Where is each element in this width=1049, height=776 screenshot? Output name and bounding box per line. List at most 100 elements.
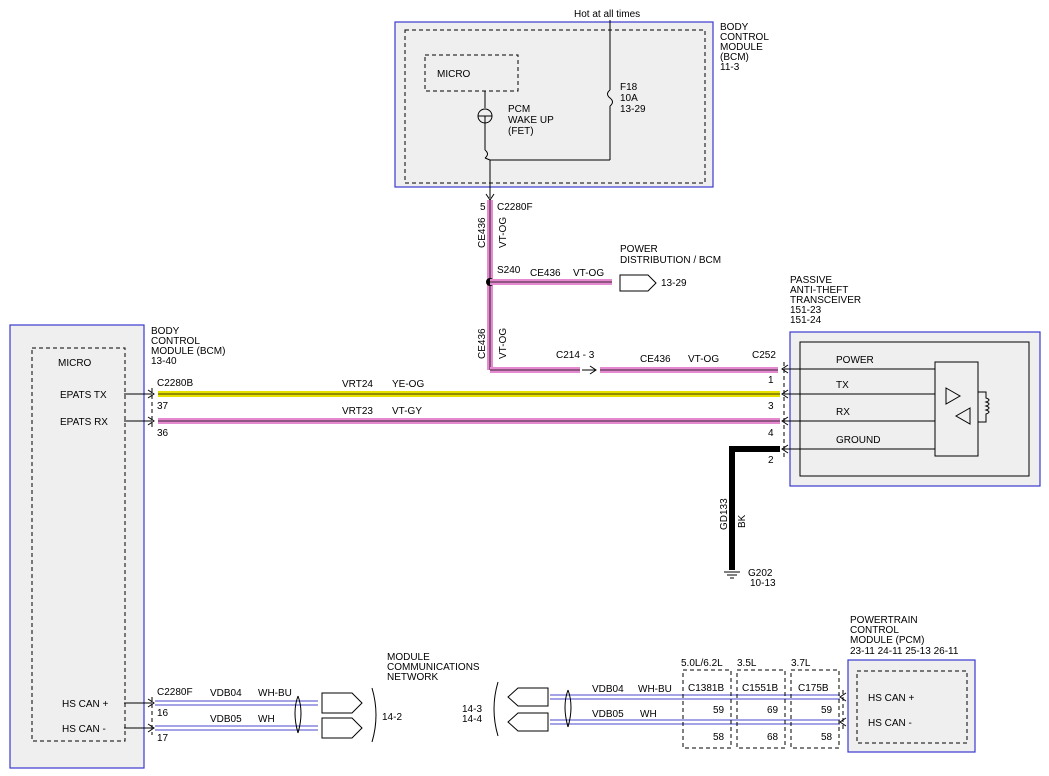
vdb05-left-circuit: VDB05: [210, 714, 242, 725]
epats-wires: VRT24 YE-OG VRT23 VT-GY: [158, 379, 780, 424]
twisted-pair-icon: [294, 695, 302, 734]
variant-2-engine: 3.5L: [737, 658, 757, 669]
power-distribution-ref: 13-29: [661, 278, 687, 289]
power-distribution-arrow-icon: [619, 274, 657, 292]
pats-power-connector-icon: [781, 364, 789, 374]
bcm-top-title: BODY CONTROL MODULE (BCM) 11-3: [720, 22, 771, 73]
can-minus-connector-icon: [147, 723, 155, 733]
pcm-box: [847, 659, 976, 753]
c2280f-can-label: C2280F: [157, 687, 193, 698]
pcm-hs-can-minus: HS CAN -: [868, 718, 912, 729]
pcm-plus-connector-icon: [839, 692, 847, 702]
vdb05-right-color: WH: [640, 709, 657, 720]
variant-1-pin-minus: 58: [713, 732, 725, 743]
pats-ground-label: GROUND: [836, 435, 880, 446]
vrt23-circuit-label: VRT23: [342, 406, 373, 417]
transceiver-tx-amplifier-icon: [945, 387, 962, 405]
network-plus-arrow-icon: [321, 692, 363, 714]
pats-ground-connector-icon: [781, 444, 789, 454]
variant-2-connector: C1551B: [742, 683, 778, 694]
gd133-wire: [729, 446, 780, 570]
splice-color-label: VT-OG: [573, 268, 604, 279]
fet-jumper-icon: [484, 149, 488, 159]
pin-16-label: 16: [157, 708, 169, 719]
fuse-f18-icon: [607, 89, 613, 107]
power-distribution-label: POWER DISTRIBUTION / BCM: [620, 244, 721, 266]
gd133-color-label: BK: [737, 514, 748, 528]
vdb04-right-color: WH-BU: [638, 684, 672, 695]
vdb04-left-circuit: VDB04: [210, 688, 242, 699]
ce436-connector-label: C2280F: [497, 202, 533, 213]
bcm-top-module: Hot at all times F18 10A 13-29 MICRO PCM…: [394, 9, 771, 188]
pats-rx-connector-icon: [781, 416, 789, 426]
pin-36-label: 36: [157, 428, 169, 439]
network-bracket-left-icon: [371, 687, 377, 743]
pats-tx-connector-icon: [781, 389, 789, 399]
inline-connector-arrow-icon: [582, 365, 597, 375]
ce436-circuit-label: CE436: [477, 217, 488, 248]
pats-pin-tx: 3: [768, 401, 774, 412]
variant-box-3: [790, 669, 840, 749]
pcm-plus-arrow-icon: [507, 687, 549, 707]
pcm-minus-connector-icon: [839, 717, 847, 727]
bcm-left-module: BODY CONTROL MODULE (BCM) 13-40 MICRO EP…: [9, 324, 225, 769]
ground-name-label: G202: [748, 568, 773, 579]
fet-label: PCM WAKE UP (FET): [508, 104, 556, 137]
pats-inner: [799, 341, 1030, 477]
ground-circuit: GD133 BK G202 10-13: [719, 446, 780, 589]
bcm-left-inner: [31, 347, 126, 742]
can-plus-connector-icon: [147, 698, 155, 708]
network-bracket-right-icon: [493, 681, 499, 737]
pats-module: PASSIVE ANTI-THEFT TRANSCEIVER 151-23 15…: [768, 275, 1041, 487]
network-title: MODULE COMMUNICATIONS NETWORK: [387, 652, 482, 683]
vdb04-right-circuit: VDB04: [592, 684, 624, 695]
ce436-lower-color-label: VT-OG: [498, 328, 509, 359]
splice-label: S240: [497, 265, 521, 276]
vdb04-left-color: WH-BU: [258, 688, 292, 699]
bcm-left-micro-label: MICRO: [58, 358, 92, 369]
antenna-coil-icon: [978, 391, 990, 423]
pats-pin-power: 1: [768, 375, 774, 386]
fet-join-line: [484, 157, 491, 161]
variant-1-connector: C1381B: [688, 683, 724, 694]
right-can-wires: 14-3 14-4 VDB04 WH-BU VDB05 WH 5.0L/6.2L…: [462, 615, 976, 753]
ground-ref-label: 10-13: [750, 578, 776, 589]
network-ref-right-1: 14-3: [462, 704, 482, 715]
epats-tx-label: EPATS TX: [60, 390, 107, 401]
vrt23-color-label: VT-GY: [392, 406, 422, 417]
ce436-lower-circuit-label: CE436: [477, 328, 488, 359]
c252-connector-label: C252: [752, 350, 776, 361]
vdb05-left-color: WH: [258, 714, 275, 725]
pcm-hs-can-plus: HS CAN +: [868, 693, 915, 704]
splice-circuit-label: CE436: [530, 268, 561, 279]
variant-1-pin-plus: 59: [713, 705, 725, 716]
pats-title: PASSIVE ANTI-THEFT TRANSCEIVER 151-23 15…: [790, 275, 864, 326]
bcm-top-box: [394, 21, 714, 188]
network-minus-arrow-icon: [321, 717, 363, 739]
pin-37-label: 37: [157, 401, 169, 412]
variant-2-pin-plus: 69: [767, 705, 779, 716]
pats-tx-label: TX: [836, 380, 849, 391]
epats-rx-label: EPATS RX: [60, 417, 108, 428]
twisted-pair-right-icon: [564, 689, 572, 728]
variant-3-connector: C175B: [798, 683, 829, 694]
c2280b-label: C2280B: [157, 378, 193, 389]
hs-can-plus-label: HS CAN +: [62, 699, 109, 710]
vrt24-circuit-label: VRT24: [342, 379, 373, 390]
fuse-label: F18 10A 13-29: [620, 82, 646, 115]
variant-3-pin-plus: 59: [821, 705, 833, 716]
variant-box-2: [736, 669, 786, 749]
pin-17-label: 17: [157, 733, 169, 744]
pcm-title: POWERTRAIN CONTROL MODULE (PCM) 23-11 24…: [850, 615, 959, 657]
tx-connector-icon: [147, 389, 155, 399]
variant-box-1: [682, 669, 732, 749]
gd133-circuit-label: GD133: [719, 498, 730, 530]
ce436-h-circuit-label: CE436: [640, 354, 671, 365]
variant-3-engine: 3.7L: [791, 658, 811, 669]
ce436-h-color-label: VT-OG: [688, 354, 719, 365]
hs-can-minus-label: HS CAN -: [62, 724, 106, 735]
pats-pin-rx: 4: [768, 428, 774, 439]
bcm-top-inner: [404, 29, 706, 184]
variant-3-pin-minus: 58: [821, 732, 833, 743]
